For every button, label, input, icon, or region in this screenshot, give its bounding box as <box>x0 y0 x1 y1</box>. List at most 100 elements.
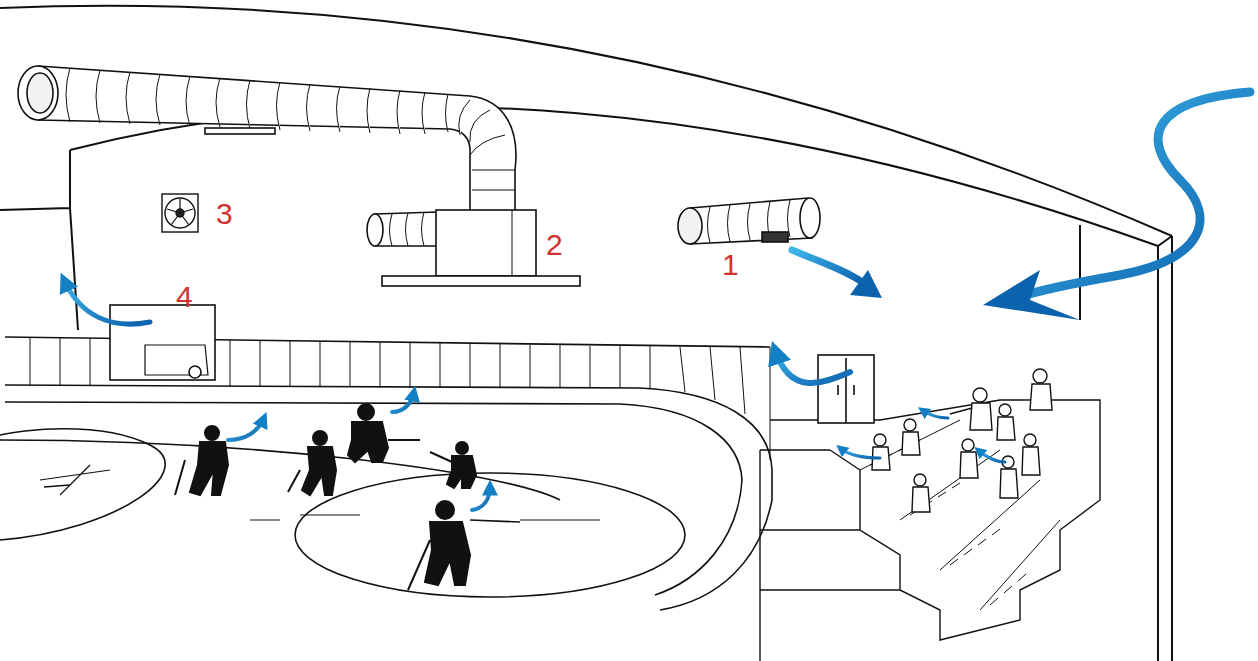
roof-outer <box>0 6 1172 236</box>
exhaust-fan <box>162 194 198 232</box>
spectator-figures <box>872 369 1052 512</box>
spectator-body <box>902 432 920 455</box>
building-shell <box>0 6 1172 661</box>
player-body <box>408 522 470 590</box>
fan-ring <box>165 198 195 228</box>
spectator-head <box>1033 369 1047 383</box>
spectator-head <box>999 404 1011 416</box>
duct-opening-inner <box>27 73 53 113</box>
left-faceoff-circle <box>0 429 165 540</box>
outdoor-air-head <box>983 270 1080 320</box>
right-wall <box>1158 236 1172 661</box>
board-bottom <box>5 402 742 595</box>
player-head <box>436 501 454 519</box>
diffuser-body <box>690 198 812 244</box>
callout-number: 2 <box>546 230 563 260</box>
spectator-head <box>962 439 974 451</box>
heat-arrow <box>228 418 264 440</box>
spectator-body <box>950 403 992 430</box>
spectator-head <box>973 388 987 402</box>
door-exhaust-arrow <box>775 350 850 383</box>
spectator-head <box>874 434 886 446</box>
back-wall <box>0 150 78 330</box>
side-duct-ribs <box>390 212 425 246</box>
roof-inner <box>70 107 1158 246</box>
hockey-players <box>175 404 476 590</box>
spectator-head <box>904 419 916 431</box>
faceoff-circles <box>0 429 685 597</box>
side-duct <box>375 212 438 246</box>
duct-hanger <box>205 128 275 134</box>
callout-number: 3 <box>216 199 233 229</box>
diffuser-ribs <box>708 200 791 243</box>
rink-end-curve <box>0 440 560 500</box>
player-silhouette <box>288 431 336 495</box>
spectator-body <box>1022 447 1040 475</box>
spectator-stands <box>760 369 1100 661</box>
heat-arrow <box>392 392 414 412</box>
player-head <box>456 442 468 454</box>
spectator-body <box>912 487 930 512</box>
gate-exhaust-arrow <box>64 280 150 324</box>
callout-number: 4 <box>176 282 193 312</box>
player-head <box>358 404 374 420</box>
door-frame <box>818 355 874 423</box>
spectator-head <box>1024 434 1036 446</box>
heat-arrow <box>978 450 1005 462</box>
heat-arrow <box>922 410 948 418</box>
center-faceoff-circle <box>295 473 685 597</box>
fan-blades <box>167 199 193 225</box>
player-body <box>430 452 476 488</box>
player-body <box>175 442 228 495</box>
spectator-body <box>1030 384 1052 410</box>
zamboni-gate <box>110 305 215 380</box>
diffuser-grille <box>762 232 788 242</box>
diffuser-end-left <box>678 208 702 244</box>
door-split <box>838 358 854 423</box>
heat-arrow <box>472 486 490 510</box>
duct-body <box>38 66 516 212</box>
player-silhouette <box>175 426 228 495</box>
spectator-body <box>960 452 978 478</box>
duct-ribs <box>66 68 515 190</box>
duct-opening <box>18 66 58 120</box>
heat-arrow <box>840 448 880 458</box>
fan-frame <box>162 194 198 232</box>
faceoff-dots <box>44 485 520 522</box>
supply-duct <box>18 66 516 212</box>
seat-rows <box>860 420 1060 610</box>
spectator-body <box>997 417 1015 440</box>
gate-frame <box>110 305 215 380</box>
unit-flange <box>382 276 580 286</box>
board-top <box>5 385 772 610</box>
unit-box <box>436 210 536 276</box>
stand-steps <box>760 450 1100 640</box>
diffuser-supply-arrow <box>792 250 862 282</box>
player-heat-arrows <box>228 392 490 510</box>
air-handling-unit <box>367 210 580 286</box>
air-flow-arrows <box>64 92 1250 510</box>
side-duct-end <box>367 214 383 246</box>
spectator-heat-arrows <box>840 410 1005 462</box>
player-silhouette <box>408 501 470 590</box>
right-inner-wall <box>1079 225 1081 320</box>
stand-floor <box>760 400 1100 661</box>
player-head <box>313 431 327 445</box>
diffuser-end-right <box>800 198 820 238</box>
player-body <box>348 422 420 462</box>
callout-number: 1 <box>722 250 739 280</box>
side-door <box>818 355 874 423</box>
seats <box>870 440 1026 605</box>
player-silhouette <box>430 442 476 488</box>
zamboni-wheel <box>189 366 201 378</box>
diffuser-supply-head <box>850 270 882 298</box>
player-body <box>288 447 336 495</box>
spectator-head <box>914 474 926 486</box>
outdoor-air-swoosh <box>1015 92 1250 298</box>
player-head <box>205 426 219 440</box>
diffuser-duct <box>678 198 820 244</box>
spectator-body <box>1000 469 1018 498</box>
unit-edge <box>512 210 513 276</box>
